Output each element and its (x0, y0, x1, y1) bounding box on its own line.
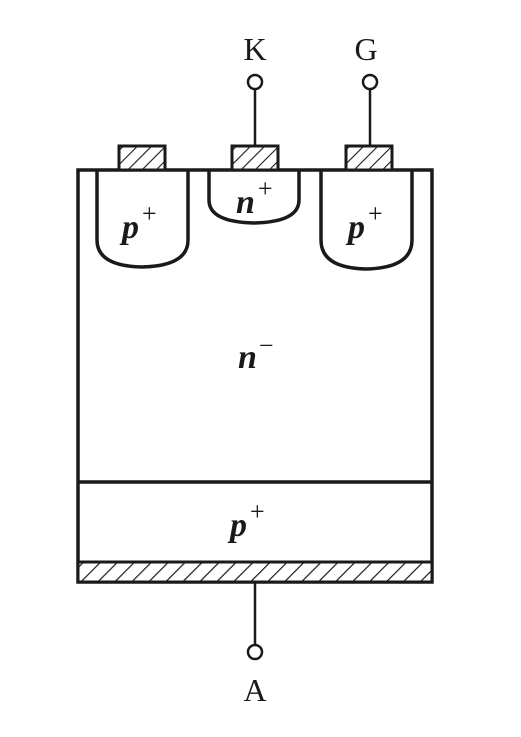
cathode-terminal-node (246, 73, 264, 91)
gate-terminal-node (361, 73, 379, 91)
left-metal-contact (117, 144, 167, 172)
n-drift-label: n− (238, 331, 274, 376)
cathode-label: K (243, 31, 266, 67)
p-left-label: p+ (119, 199, 157, 246)
p-right-well (319, 170, 414, 271)
n-plus-well (207, 170, 301, 225)
cathode-metal-contact (230, 144, 280, 172)
gate-metal-contact (344, 144, 394, 172)
p-right-label: p+ (345, 199, 383, 246)
anode-terminal-node (246, 643, 264, 661)
gate-label: G (354, 31, 377, 67)
p-substrate-label: p+ (227, 497, 265, 544)
anode-label: A (243, 672, 266, 708)
n-plus-label: n+ (236, 174, 273, 221)
anode-metal-contact (76, 560, 434, 584)
p-left-well (95, 170, 190, 269)
